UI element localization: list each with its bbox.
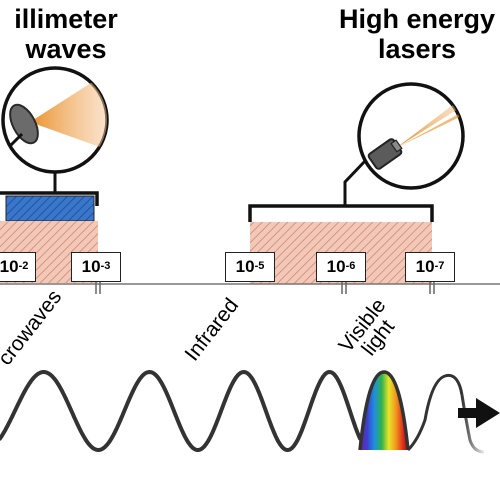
laser-magnifier	[343, 82, 465, 206]
satellite-dish-icon	[3, 72, 107, 154]
laser-emitter-icon	[367, 98, 463, 170]
millimeter-magnifier	[1, 66, 109, 193]
tick-label: 10-5	[225, 252, 275, 282]
high-energy-lasers-title: High energy lasers	[338, 4, 496, 64]
tick-label: 10-6	[316, 252, 366, 282]
tick-label: 10-2	[0, 252, 36, 282]
tick-label: 10-7	[405, 252, 455, 282]
visible-spectrum-band	[360, 372, 408, 450]
axis-ticks	[95, 280, 435, 294]
arrow-right-icon	[458, 398, 500, 428]
em-wave	[0, 369, 485, 454]
millimeter-waves-title: illimeter waves	[14, 4, 118, 64]
tick-label: 10-3	[71, 252, 121, 282]
